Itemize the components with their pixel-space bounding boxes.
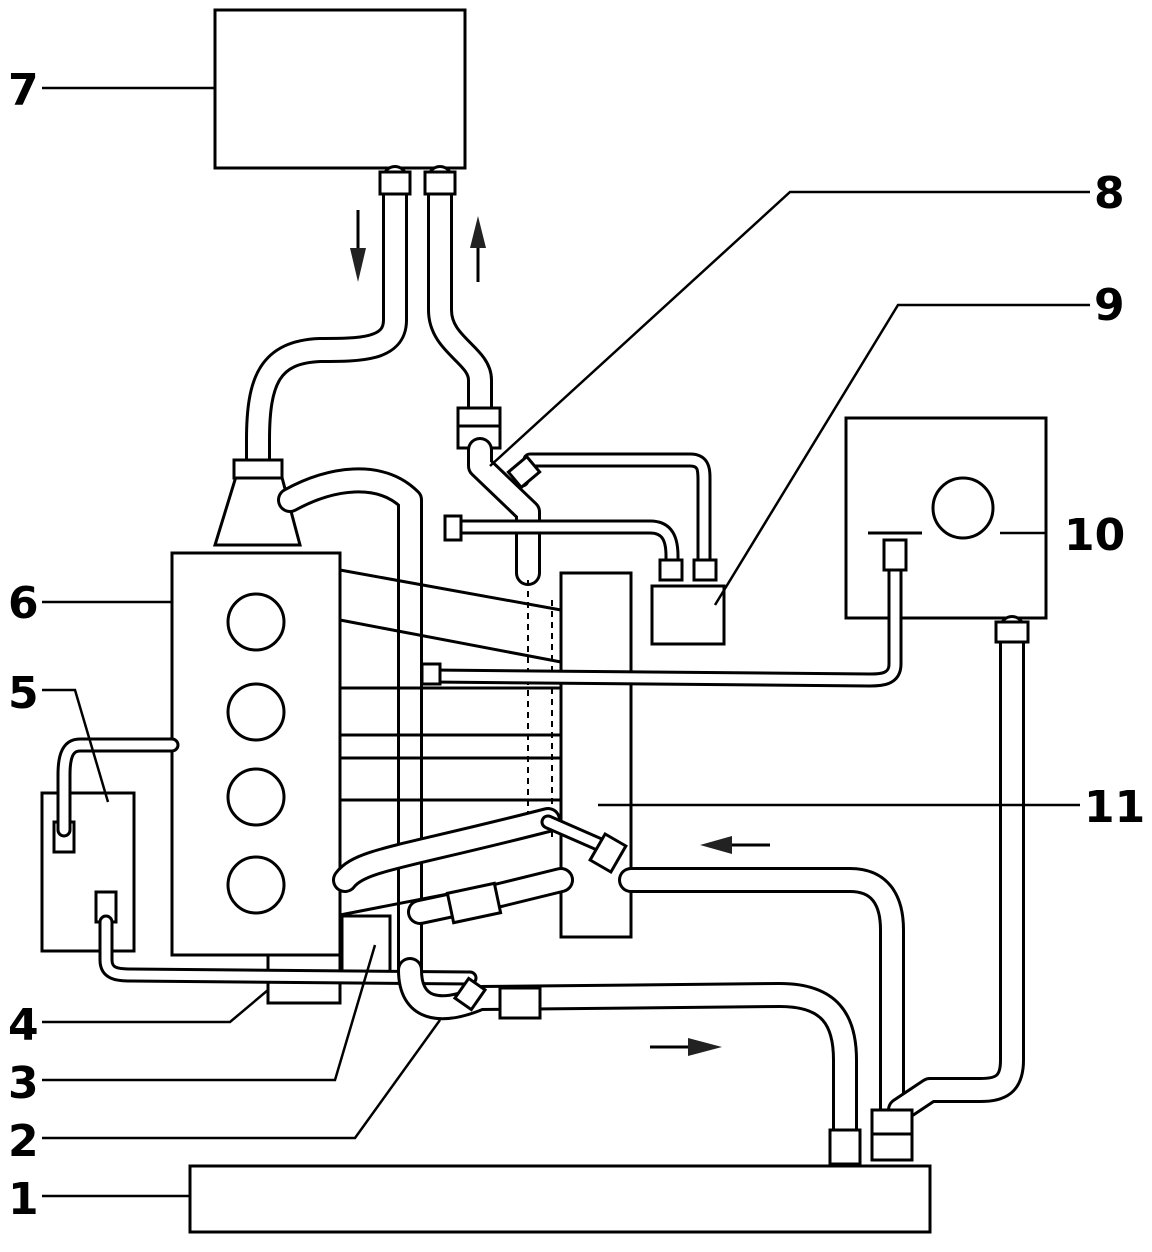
- tank-line: [420, 538, 908, 688]
- bypass-hoses: [332, 807, 628, 925]
- callout-1: 1: [8, 1174, 39, 1225]
- callout-8: 8: [1094, 168, 1125, 219]
- callout-9: 9: [1094, 280, 1125, 331]
- callout-2: 2: [8, 1116, 39, 1167]
- oil-cooler: [40, 791, 136, 953]
- hose-to-center: [467, 437, 553, 840]
- radiator-return: [618, 867, 905, 1133]
- engine-block: [170, 551, 342, 957]
- callout-11: 11: [1084, 782, 1145, 833]
- arrow-up-icon: [470, 216, 486, 282]
- arrow-right-icon: [650, 1038, 722, 1056]
- leader-lines: [42, 86, 1090, 1198]
- arrow-down-icon: [350, 210, 366, 282]
- arrow-left-icon: [700, 836, 770, 854]
- callout-6: 6: [8, 578, 39, 629]
- heater-unit: [213, 8, 467, 170]
- valve-hoses: [443, 452, 718, 582]
- callout-4: 4: [8, 1000, 39, 1051]
- heater-hoses: [245, 165, 502, 483]
- cooler-hoses: [56, 737, 478, 986]
- callout-5: 5: [8, 668, 39, 719]
- coolant-outlet: [212, 458, 423, 983]
- lower-radiator-hose: [397, 957, 914, 1166]
- callout-7: 7: [8, 65, 39, 116]
- callout-3: 3: [8, 1058, 39, 1109]
- coolant-pump: [340, 914, 392, 974]
- radiator: [188, 1164, 932, 1234]
- expansion-tank: [844, 416, 1048, 620]
- tank-to-radiator: [887, 615, 1030, 1123]
- callout-10: 10: [1064, 510, 1125, 561]
- control-valve: [650, 584, 726, 646]
